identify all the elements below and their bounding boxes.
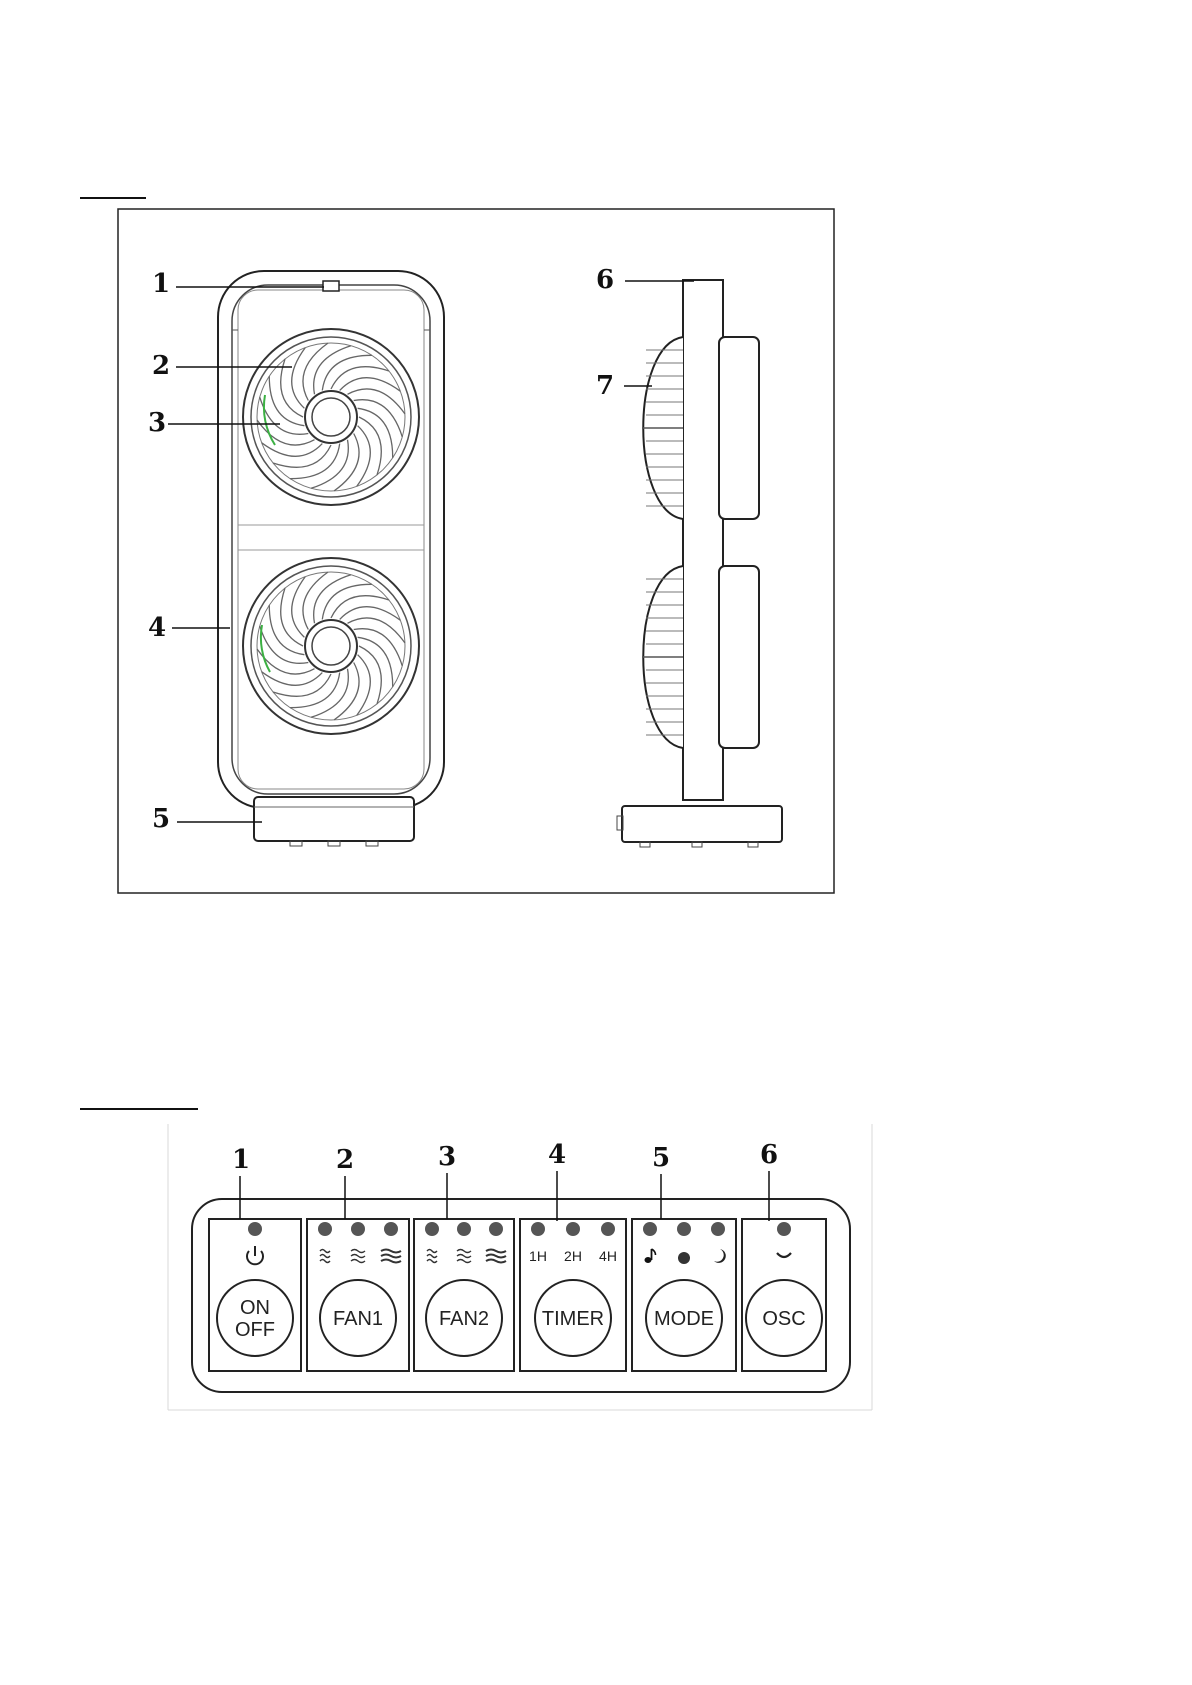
button-label: TIMER (542, 1308, 604, 1330)
button-label: ON (240, 1297, 270, 1319)
mode-button[interactable]: MODE (646, 1280, 722, 1356)
panel-callout-3: 3 (438, 1142, 456, 1172)
indicator-led (351, 1222, 365, 1236)
indicator-led (677, 1222, 691, 1236)
fan1-button[interactable]: FAN1 (320, 1280, 396, 1356)
indicator-led (566, 1222, 580, 1236)
timer-button[interactable]: TIMER (535, 1280, 611, 1356)
panel-group-4: 1H 2H 4H TIMER (520, 1219, 626, 1371)
button-label: FAN2 (439, 1308, 489, 1330)
indicator-led (643, 1222, 657, 1236)
button-label: OSC (762, 1308, 805, 1330)
panel-callout-6: 6 (760, 1140, 778, 1170)
indicator-led (318, 1222, 332, 1236)
indicator-led (601, 1222, 615, 1236)
panel-callout-1: 1 (232, 1145, 250, 1175)
panel-group-6: OSC (742, 1219, 826, 1371)
indicator-led (457, 1222, 471, 1236)
indicator-led (489, 1222, 503, 1236)
indicator-led (248, 1222, 262, 1236)
timer-label: 1H (529, 1248, 547, 1264)
panel-callout-5: 5 (652, 1143, 670, 1173)
fan2-button[interactable]: FAN2 (426, 1280, 502, 1356)
panel-callout-2: 2 (336, 1145, 354, 1175)
indicator-led (531, 1222, 545, 1236)
osc-button[interactable]: OSC (746, 1280, 822, 1356)
timer-label: 4H (599, 1248, 617, 1264)
panel-group-2: FAN1 (307, 1219, 409, 1371)
panel-group-3: FAN2 (414, 1219, 514, 1371)
panel-group-5: MODE (632, 1219, 736, 1371)
indicator-led (711, 1222, 725, 1236)
button-label: OFF (235, 1319, 275, 1341)
indicator-led (384, 1222, 398, 1236)
timer-label: 2H (564, 1248, 582, 1264)
button-label: MODE (654, 1308, 714, 1330)
button-label: FAN1 (333, 1308, 383, 1330)
indicator-led (425, 1222, 439, 1236)
panel-callout-4: 4 (548, 1140, 566, 1170)
indicator-led (777, 1222, 791, 1236)
dot-icon (678, 1252, 690, 1264)
